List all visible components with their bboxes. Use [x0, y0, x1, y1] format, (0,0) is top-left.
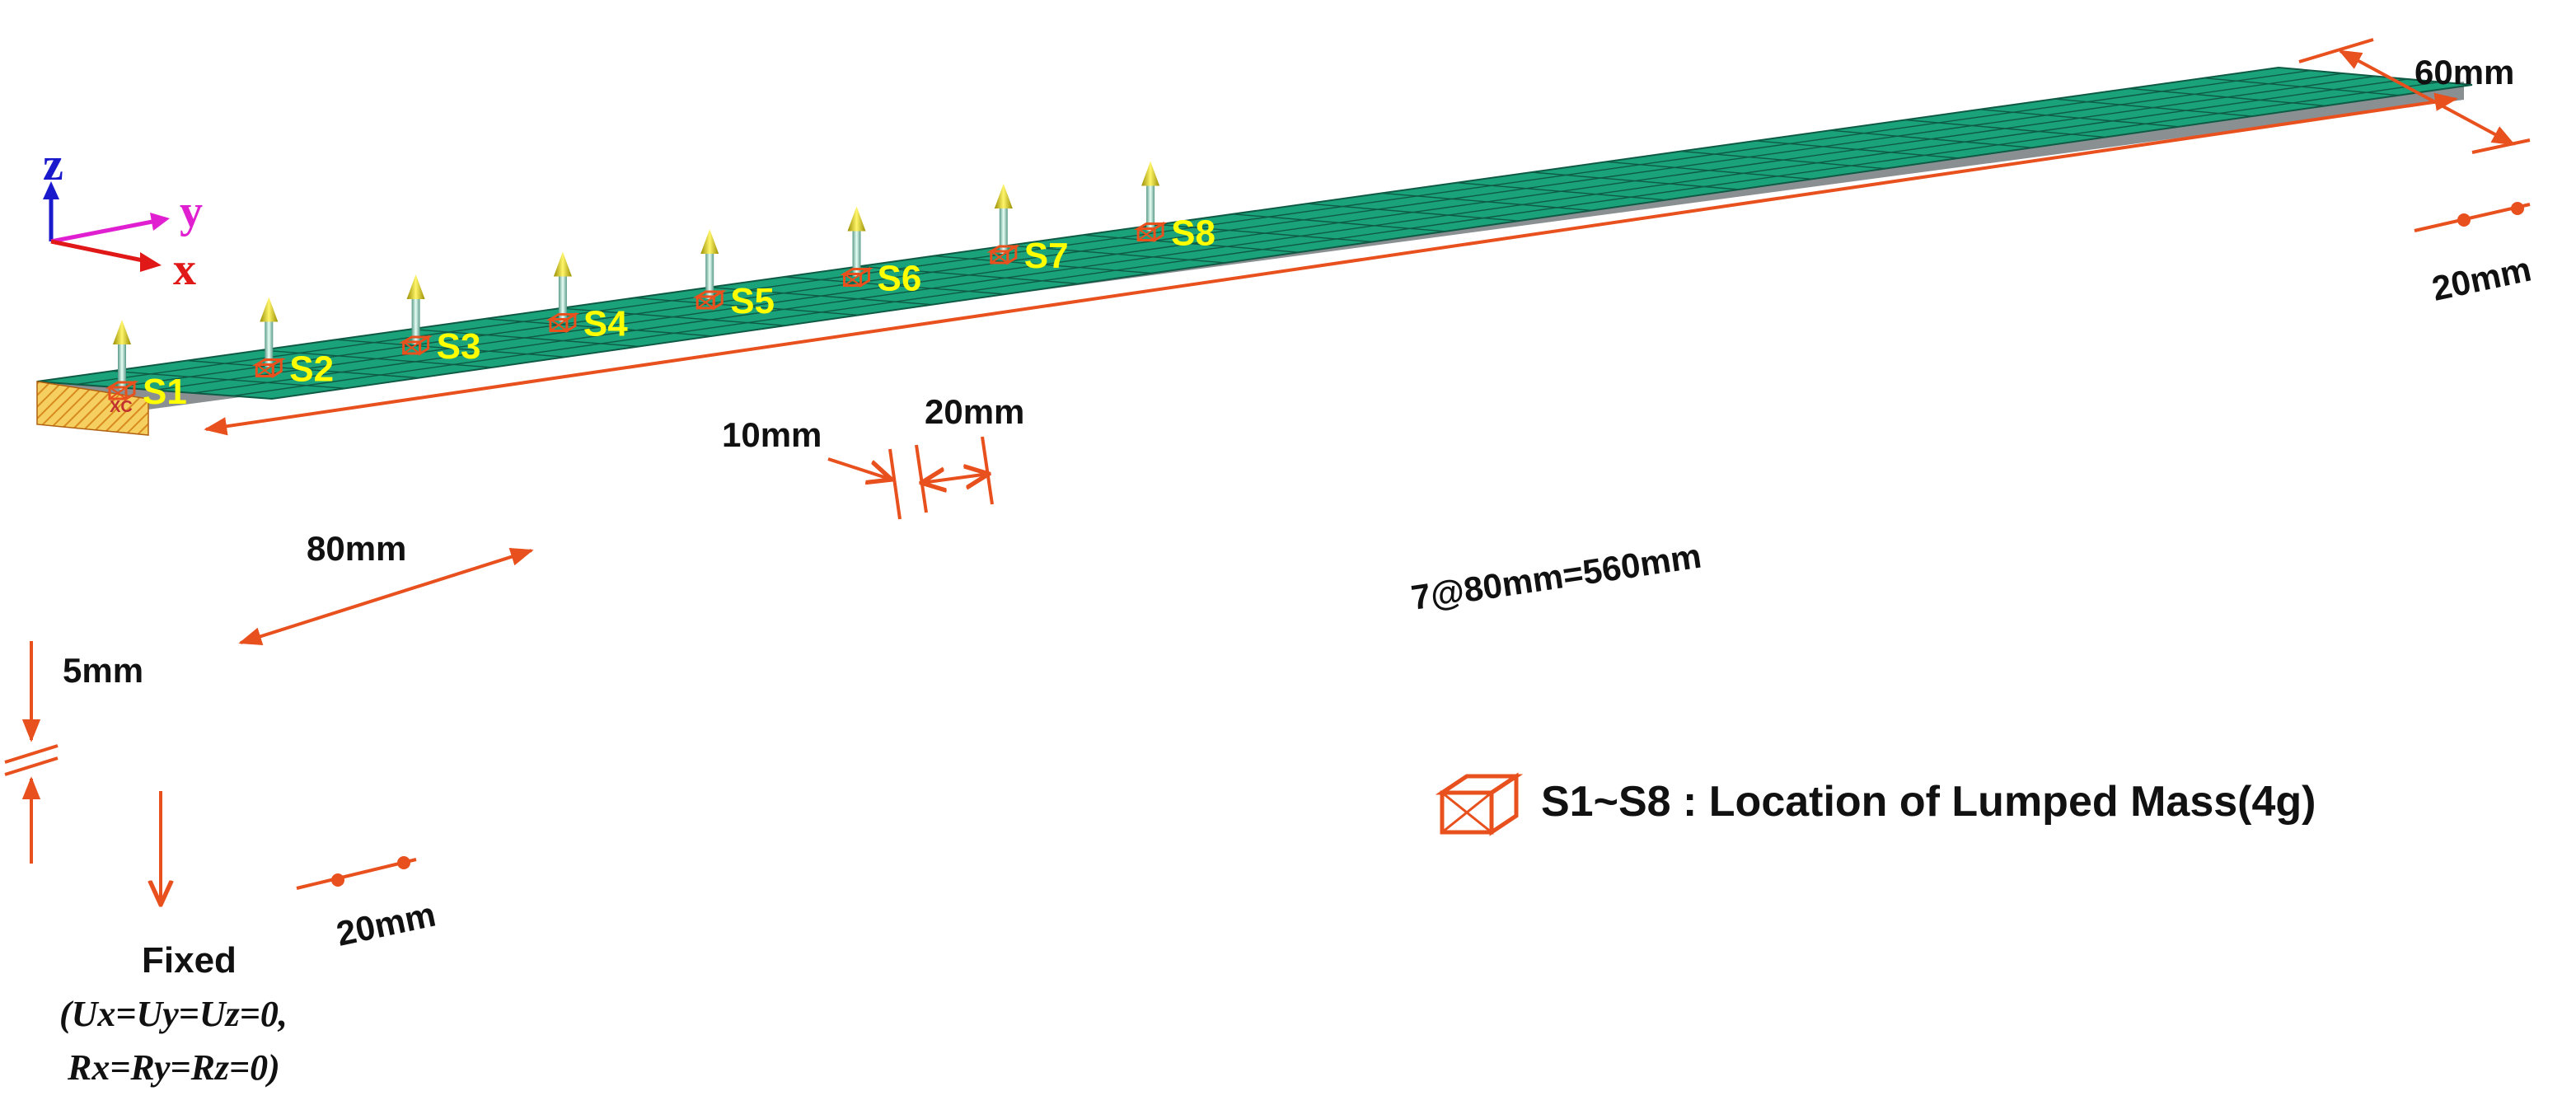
- station-label: S3: [437, 326, 481, 367]
- origin-label: XC: [110, 398, 133, 416]
- spacing-dimension: 80mm: [238, 529, 534, 646]
- load-arrow-head: [1141, 161, 1160, 186]
- station-s7: S7: [986, 184, 1069, 276]
- mesh-line: [154, 75, 2376, 391]
- mesh-line: [193, 78, 2408, 394]
- load-arrow-head: [700, 229, 719, 254]
- station-s5: S5: [692, 229, 775, 321]
- mesh-line: [232, 81, 2440, 397]
- x-axis-icon: [50, 239, 148, 264]
- legend: S1~S8 : Location of Lumped Mass(4g): [1435, 772, 2316, 836]
- lumped-mass-icon: [105, 380, 139, 401]
- mesh-20mm-label: 20mm: [925, 392, 1024, 431]
- y-axis-label: y: [180, 186, 203, 237]
- load-arrow-head: [847, 206, 866, 232]
- station-s8: S8: [1133, 161, 1215, 254]
- y-axis-icon: [50, 218, 157, 244]
- edge-end-label: 20mm: [2428, 250, 2535, 308]
- edge-start-label: 20mm: [333, 895, 439, 953]
- station-label: S4: [583, 304, 628, 344]
- lumped-mass-icon: [1435, 772, 1524, 836]
- load-arrow-head: [260, 297, 279, 322]
- width-dimension-label: 60mm: [2414, 53, 2514, 91]
- thickness-dimension-label: 5mm: [63, 651, 143, 690]
- z-axis-label: z: [43, 139, 63, 190]
- length-dimension-label: 7@80mm=560mm: [1408, 536, 1703, 617]
- station-s6: S6: [840, 206, 922, 299]
- edge-start-dimension: 20mm: [296, 856, 439, 953]
- load-arrow-head: [406, 274, 425, 299]
- station-label: S1: [143, 372, 187, 412]
- station-label: S2: [289, 349, 334, 390]
- station-s1: S1: [105, 320, 187, 412]
- fixed-support-line2: Rx=Ry=Rz=0): [67, 1047, 280, 1088]
- load-arrow-shaft: [118, 342, 126, 390]
- load-arrow-head: [113, 320, 131, 344]
- station-s4: S4: [546, 251, 628, 344]
- fixed-support: Fixed (Ux=Uy=Uz=0, Rx=Ry=Rz=0): [59, 791, 288, 1088]
- mesh-size-dimension: 10mm 20mm: [722, 392, 1024, 520]
- fixed-support-title: Fixed: [142, 940, 237, 981]
- station-label: S5: [730, 281, 775, 321]
- load-arrow-head: [553, 251, 572, 277]
- coordinate-triad: z y x: [43, 139, 203, 295]
- edge-end-dimension: 20mm: [2414, 202, 2535, 308]
- station-label: S6: [878, 259, 922, 299]
- fixed-support-line1: (Ux=Uy=Uz=0,: [59, 994, 288, 1034]
- legend-text: S1~S8 : Location of Lumped Mass(4g): [1541, 778, 2316, 826]
- thickness-dimension: 5mm: [4, 641, 143, 864]
- mesh-10mm-label: 10mm: [722, 415, 822, 454]
- width-dimension: 60mm: [2298, 38, 2531, 154]
- spacing-dimension-label: 80mm: [307, 529, 406, 568]
- x-axis-label: x: [173, 244, 196, 295]
- station-label: S8: [1171, 213, 1215, 254]
- plate: [36, 66, 2473, 436]
- load-arrow-head: [994, 184, 1013, 208]
- station-label: S7: [1024, 236, 1069, 276]
